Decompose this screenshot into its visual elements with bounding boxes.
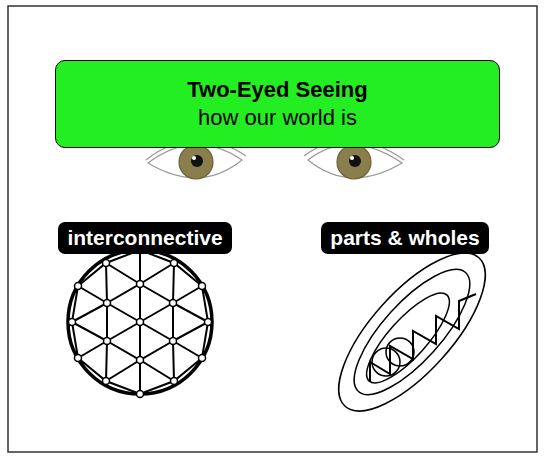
title-banner: Two-Eyed Seeinghow our world is xyxy=(55,60,500,148)
nested-ellipses xyxy=(315,231,508,433)
geodesic-sphere xyxy=(68,247,212,398)
heading-text: interconnective xyxy=(67,225,222,251)
frame xyxy=(8,6,537,452)
category-label: parts & wholes xyxy=(321,222,489,254)
category-label: interconnective xyxy=(58,222,232,254)
heading-text: Two-Eyed Seeing xyxy=(187,76,368,104)
heading-text: parts & wholes xyxy=(330,225,479,251)
subheading-text: how our world is xyxy=(198,104,357,132)
